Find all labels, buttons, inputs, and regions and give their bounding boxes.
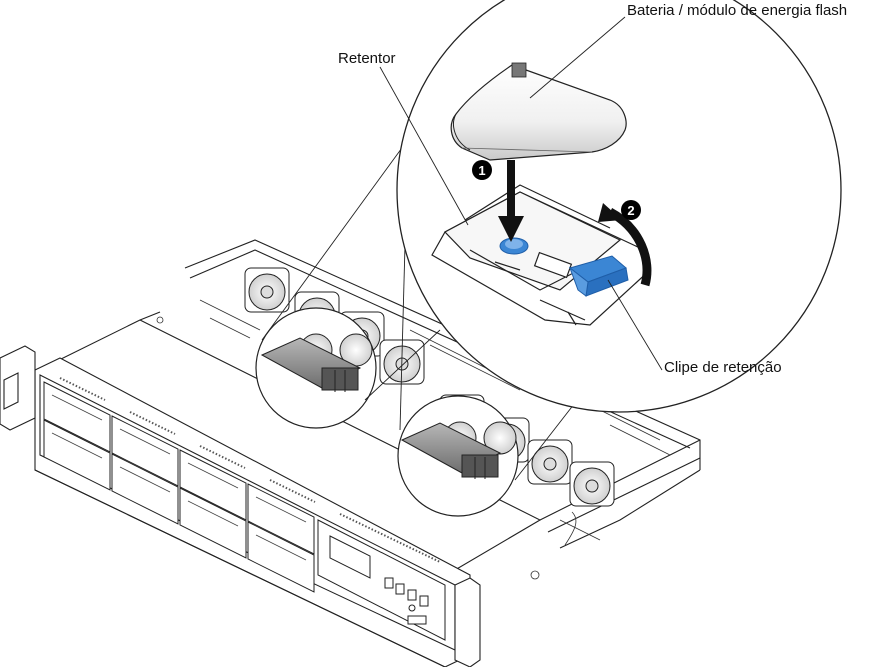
battery-module [450,62,627,161]
fan-8 [569,461,615,507]
fan-7 [527,439,573,485]
step-2-number: 2 [627,203,634,218]
vent-strips [59,377,441,563]
step-1-number: 1 [478,163,485,178]
step-badge-2: 2 [621,200,641,220]
magnifier-small-1 [255,307,377,429]
clip-label: Clipe de retenção [664,359,782,376]
retainer-button [499,237,529,255]
step-badge-1: 1 [472,160,492,180]
fan-1 [244,267,290,313]
insert-arrow [498,160,524,242]
retainer-label: Retentor [338,50,396,67]
rotate-arrow [598,203,652,287]
magnifier-large [396,0,842,413]
leader-lines [379,16,663,371]
internal-details [156,299,671,580]
front-panel [317,519,446,641]
magnifier-small-2 [397,395,519,517]
battery-label: Bateria / módulo de energia flash [627,2,848,19]
retention-clip [568,255,629,297]
drive-bays [43,381,315,593]
